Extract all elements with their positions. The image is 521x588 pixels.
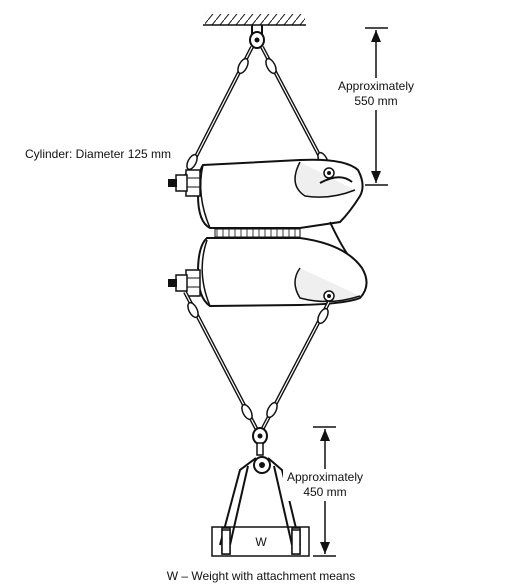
lower-cylinder [168,237,368,308]
lower-shackle [252,427,271,474]
upper-cylinder [168,158,364,229]
weight-box: W [211,526,310,557]
top-dimension-label-line2: 550 mm [354,94,397,108]
bottom-dimension-label-line1: Approximately [287,470,363,484]
bottom-dimension: Approximately 450 mm [283,426,367,557]
weight-label: W [255,535,267,549]
upper-right-cable [260,46,329,171]
upper-left-cable [183,46,254,179]
top-dimension: Approximately 550 mm [334,27,418,186]
lower-left-cable [183,291,259,431]
ceiling-support [203,14,306,26]
bottom-dimension-label-line2: 450 mm [303,485,346,499]
caption: W – Weight with attachment means [167,569,356,583]
top-shackle [249,25,265,49]
lower-right-cable [260,301,331,431]
top-dimension-label-line1: Approximately [338,79,414,93]
cylinder-label: Cylinder: Diameter 125 mm [25,147,171,161]
